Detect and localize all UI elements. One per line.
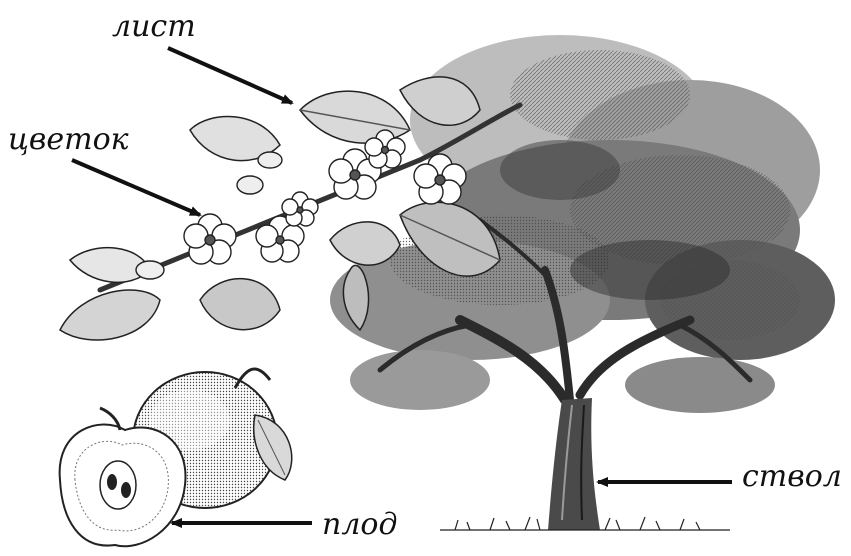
label-flower: цветок [8,125,129,155]
apple-fruit-icon [60,369,292,546]
label-leaf: лист [112,12,196,42]
label-trunk: ствол [742,462,842,492]
label-fruit: плод [322,510,398,540]
tree-trunk [548,398,600,530]
apple-tree-icon [330,35,835,530]
arrow-leaf [168,48,292,103]
arrow-flower [72,160,200,215]
